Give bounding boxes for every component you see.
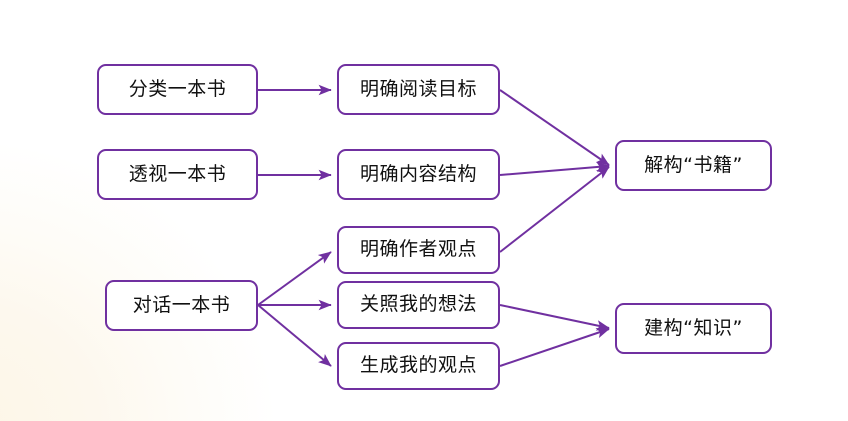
node-label: 明确作者观点 — [359, 238, 477, 260]
node-label: 建构“知识” — [644, 316, 743, 339]
edge-n6-to-n9 — [499, 166, 610, 253]
node-n3[interactable]: 对话一本书 — [105, 280, 258, 331]
edge-n3-to-n6 — [257, 251, 332, 306]
edge-n8-to-n10 — [499, 327, 610, 367]
node-n9[interactable]: 解构“书籍” — [615, 140, 772, 191]
node-n10[interactable]: 建构“知识” — [615, 303, 772, 354]
edge-n3-to-n8 — [257, 304, 332, 367]
node-label: 生成我的观点 — [359, 354, 477, 376]
edge-n5-to-n9 — [499, 161, 610, 176]
edge-n4-to-n9 — [499, 89, 610, 166]
node-n2[interactable]: 透视一本书 — [97, 149, 258, 200]
edge-n7-to-n10 — [499, 304, 610, 331]
node-n1[interactable]: 分类一本书 — [97, 64, 258, 115]
node-n5[interactable]: 明确内容结构 — [337, 149, 500, 200]
node-label: 透视一本书 — [128, 162, 227, 185]
node-label: 关照我的想法 — [359, 293, 477, 315]
node-n7[interactable]: 关照我的想法 — [337, 281, 500, 329]
node-n4[interactable]: 明确阅读目标 — [337, 64, 500, 115]
node-n8[interactable]: 生成我的观点 — [337, 342, 500, 390]
node-label: 对话一本书 — [132, 293, 231, 316]
node-n6[interactable]: 明确作者观点 — [337, 226, 500, 274]
node-label: 明确阅读目标 — [359, 77, 477, 100]
node-label: 分类一本书 — [128, 77, 227, 100]
node-label: 解构“书籍” — [644, 153, 743, 176]
node-label: 明确内容结构 — [359, 162, 477, 185]
